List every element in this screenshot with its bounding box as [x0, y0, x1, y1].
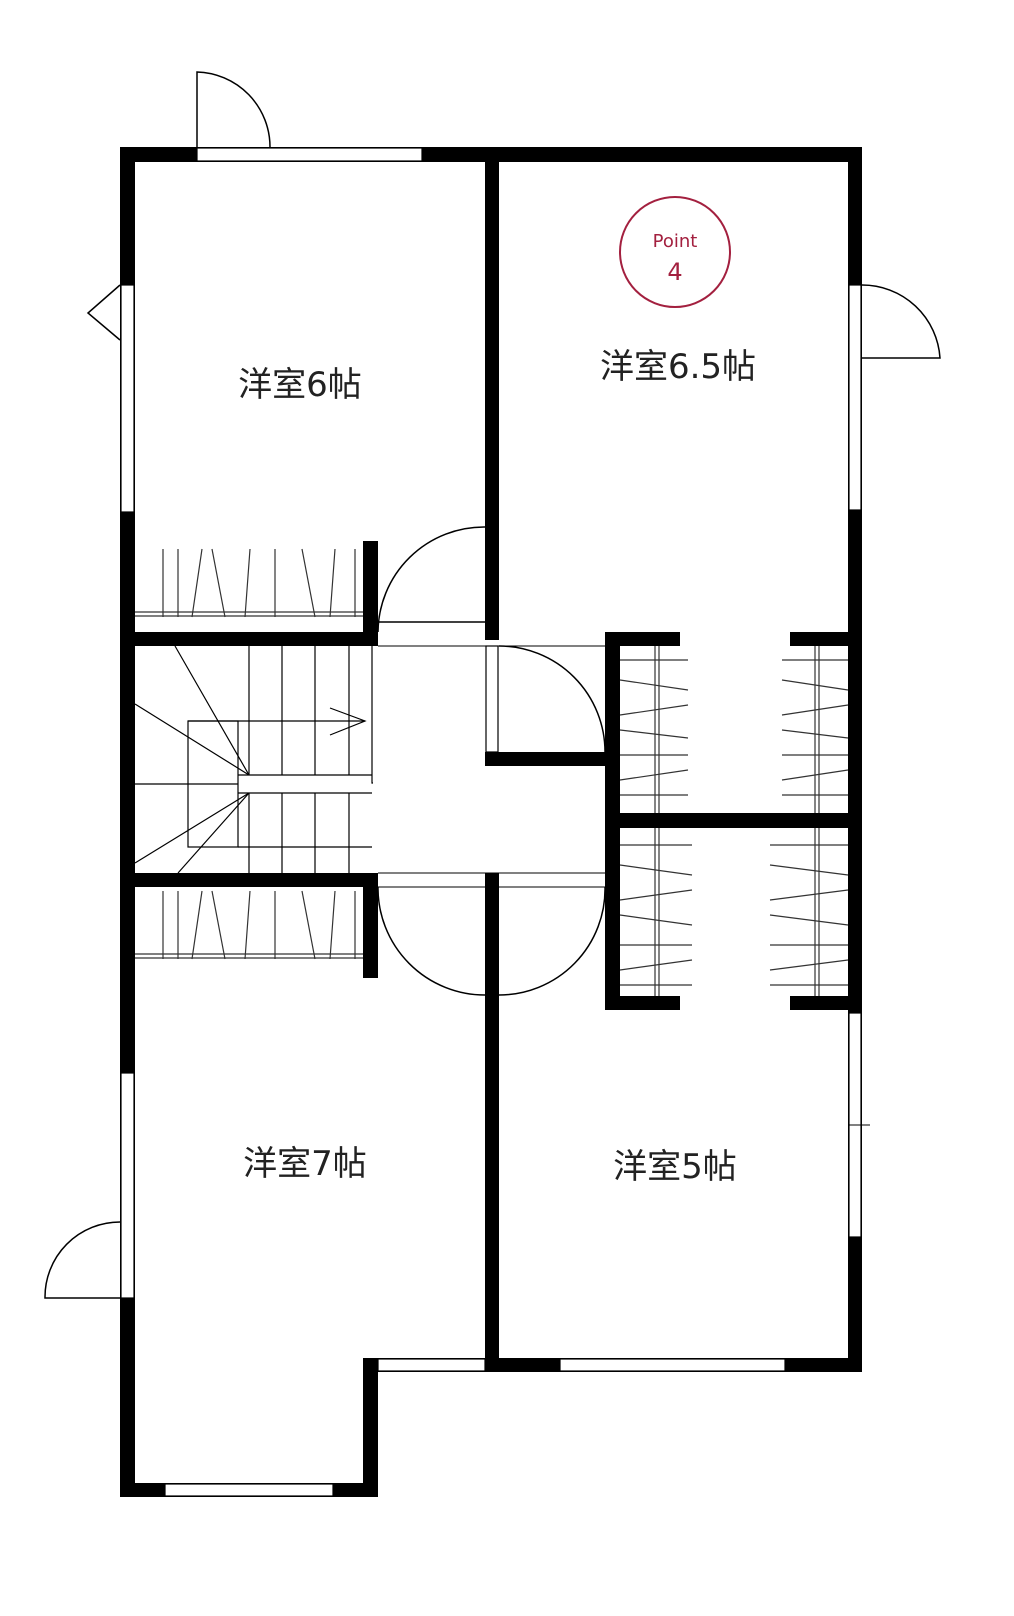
windows [120, 147, 862, 1497]
closet-right-3 [619, 828, 693, 996]
stairs [134, 645, 373, 874]
point-badge-title: Point [653, 231, 698, 252]
closet-right-4 [769, 828, 849, 996]
point-badge-number: 4 [667, 258, 682, 286]
closet-lower-left [135, 890, 363, 960]
closet-right-2 [781, 646, 849, 813]
room-label-western-6: 洋室6帖 [238, 365, 362, 405]
room-label-western-7: 洋室7帖 [243, 1144, 367, 1184]
room-label-western-5: 洋室5帖 [613, 1147, 737, 1187]
door-swings [44, 71, 941, 1299]
closet-right-1 [619, 646, 689, 813]
closets [135, 548, 849, 996]
room-label-western-6-5: 洋室6.5帖 [600, 347, 756, 387]
closet-upper-left [135, 548, 363, 618]
point-badge: Point 4 [619, 196, 731, 308]
